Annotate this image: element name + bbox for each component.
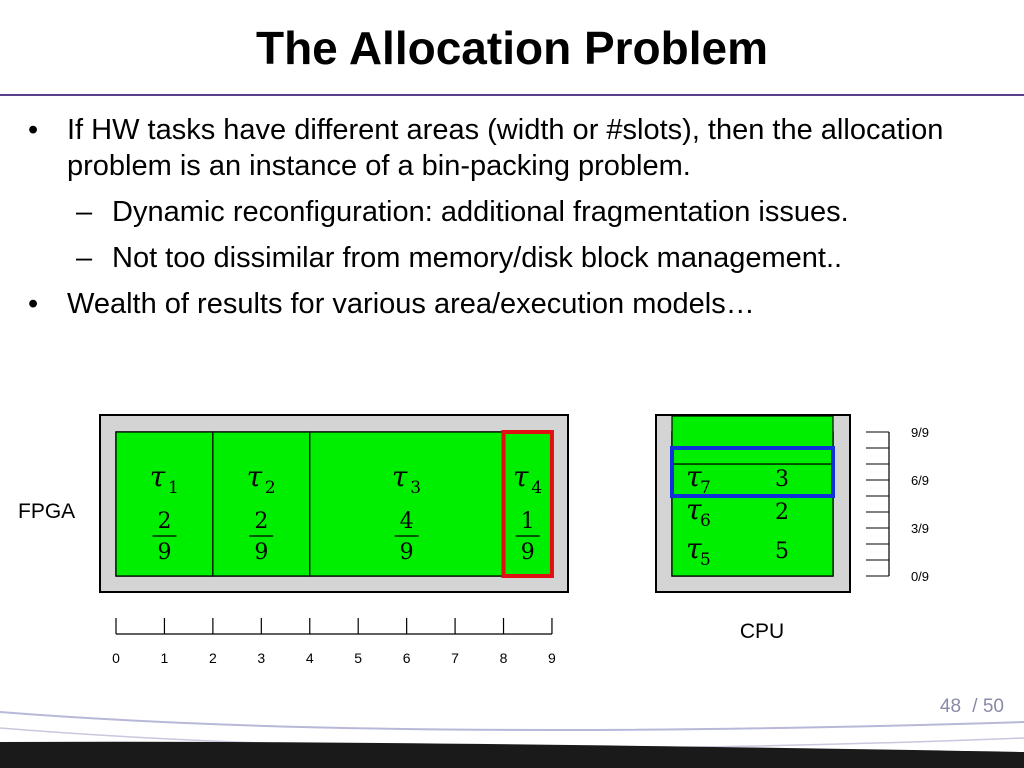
sub-bullet-text: Not too dissimilar from memory/disk bloc… xyxy=(112,242,843,274)
highlight-box-blue xyxy=(670,446,835,498)
sub-bullet-marker: – xyxy=(76,196,93,228)
task-symbol: τ xyxy=(513,460,529,493)
task-symbol: τ xyxy=(150,460,166,493)
task-index: 4 xyxy=(531,478,542,498)
fpga-label: FPGA xyxy=(18,500,75,523)
page-number: 48 / 50 xyxy=(940,696,1004,718)
bullet-item: • Wealth of results for various area/exe… xyxy=(20,286,1010,322)
axis-tick-label: 0/9 xyxy=(911,569,929,584)
task-utilization: 5 xyxy=(775,539,789,564)
bullet-text: If HW tasks have different areas (width … xyxy=(67,114,944,182)
axis-tick-label: 3/9 xyxy=(911,521,929,536)
fpga-task-block xyxy=(309,431,505,577)
axis-tick-label: 7 xyxy=(451,650,459,666)
sub-bullet-marker: – xyxy=(76,242,93,274)
utilization-axis: 9/9 6/9 3/9 0/9 xyxy=(866,425,929,584)
slot-axis: 0 1 2 3 4 5 6 7 8 9 xyxy=(112,618,556,666)
fraction-denominator: 9 xyxy=(254,540,268,565)
axis-tick-label: 0 xyxy=(112,650,120,666)
fraction-numerator: 4 xyxy=(400,509,414,534)
axis-tick-label: 3 xyxy=(257,650,265,666)
sub-bullet-text: Dynamic reconfiguration: additional frag… xyxy=(112,196,849,228)
sub-bullet-item: – Dynamic reconfiguration: additional fr… xyxy=(20,194,1010,230)
page-total: / 50 xyxy=(972,696,1004,717)
highlight-box-red xyxy=(501,430,554,578)
cpu-label: CPU xyxy=(740,620,784,643)
bullet-marker: • xyxy=(28,288,39,320)
footer-swoosh xyxy=(0,711,1024,731)
title-divider xyxy=(0,94,1024,96)
sub-bullet-item: – Not too dissimilar from memory/disk bl… xyxy=(20,240,1010,276)
fraction-denominator: 9 xyxy=(521,540,535,565)
task-symbol: τ xyxy=(686,460,702,493)
task-index: 2 xyxy=(265,478,276,498)
footer-band xyxy=(0,741,1024,768)
fpga-task-block xyxy=(212,431,311,577)
fraction-numerator: 1 xyxy=(521,509,535,534)
bullet-item: • If HW tasks have different areas (widt… xyxy=(20,112,1010,184)
task-symbol: τ xyxy=(686,493,702,526)
fpga-task-block xyxy=(115,431,214,577)
bullet-text: Wealth of results for various area/execu… xyxy=(67,288,755,320)
fraction-numerator: 2 xyxy=(157,509,171,534)
fraction-denominator: 9 xyxy=(400,540,414,565)
cpu-task-block xyxy=(671,463,834,497)
task-utilization: 2 xyxy=(775,500,789,525)
axis-tick-label: 8 xyxy=(500,650,508,666)
axis-tick-label: 5 xyxy=(354,650,362,666)
task-symbol: τ xyxy=(247,460,263,493)
bullet-marker: • xyxy=(28,114,39,146)
cpu-task-block xyxy=(671,415,834,465)
page-current: 48 xyxy=(939,696,962,717)
axis-tick-label: 9/9 xyxy=(911,425,929,440)
slide-title: The Allocation Problem xyxy=(255,22,769,74)
axis-tick-label: 1 xyxy=(161,650,169,666)
task-index: 5 xyxy=(700,550,711,570)
task-symbol: τ xyxy=(686,532,702,565)
task-index: 7 xyxy=(700,478,711,498)
task-index: 3 xyxy=(410,478,421,498)
task-index: 6 xyxy=(700,511,711,531)
cpu-task-block xyxy=(671,495,834,577)
axis-tick-label: 2 xyxy=(209,650,217,666)
axis-tick-label: 4 xyxy=(306,650,314,666)
fraction-numerator: 2 xyxy=(254,509,268,534)
task-symbol: τ xyxy=(392,460,408,493)
bullet-list: • If HW tasks have different areas (widt… xyxy=(20,112,1010,332)
axis-tick-label: 6 xyxy=(403,650,411,666)
axis-tick-label: 6/9 xyxy=(911,473,929,488)
task-index: 1 xyxy=(168,478,179,498)
fraction-denominator: 9 xyxy=(157,540,171,565)
task-utilization: 3 xyxy=(775,467,789,492)
axis-tick-label: 9 xyxy=(548,650,556,666)
